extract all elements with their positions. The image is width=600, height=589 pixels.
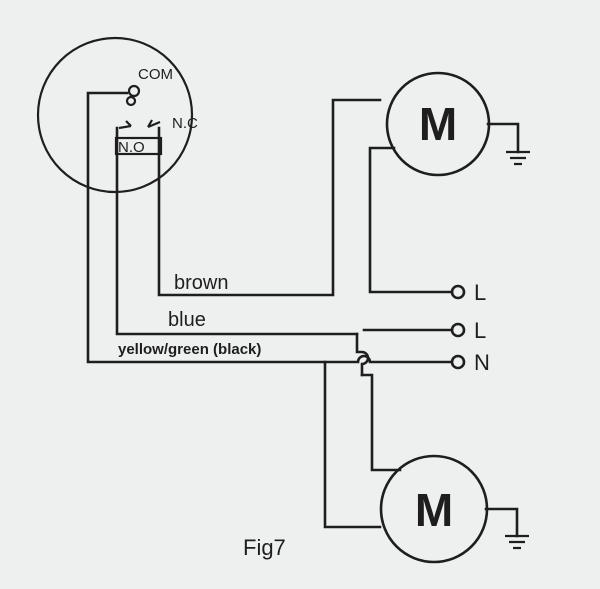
bottom-motor: M <box>379 454 529 564</box>
top-motor: M <box>385 71 530 177</box>
brown-wire <box>157 98 382 297</box>
bottom-motor-ground-lead <box>484 507 519 538</box>
switch-body <box>36 36 194 194</box>
com-contact-lower <box>125 95 137 107</box>
nc-contact-arrow <box>147 119 161 129</box>
top-motor-ground-lead <box>486 122 520 154</box>
terminal-l2-label: L <box>474 318 486 343</box>
ground-icon <box>506 150 530 166</box>
terminal-l1 <box>450 284 466 300</box>
top-motor-l-wire <box>368 146 454 294</box>
top-motor-label: M <box>419 98 457 150</box>
bottom-motor-label: M <box>415 484 453 536</box>
bottom-motor-wire <box>360 373 402 472</box>
com-contact <box>127 84 141 98</box>
no-contact-arrow <box>118 120 132 130</box>
nc-label: N.C <box>172 115 198 132</box>
terminal-n-label: N <box>474 350 490 375</box>
no-label: N.O <box>118 139 145 156</box>
blue-wire-hop <box>355 332 370 377</box>
yellow-green-wire <box>86 91 382 529</box>
com-label: COM <box>138 66 173 83</box>
ground-icon <box>505 534 529 550</box>
yellow-green-label: yellow/green (black) <box>118 341 261 358</box>
yellow-green-wire-n <box>323 354 452 364</box>
blue-label: blue <box>168 309 206 331</box>
blue-wire <box>115 126 359 336</box>
terminal-n <box>450 354 466 370</box>
terminal-l1-label: L <box>474 280 486 305</box>
terminal-l2 <box>450 322 466 338</box>
figure-caption: Fig7 <box>243 535 286 560</box>
brown-label: brown <box>174 272 228 294</box>
